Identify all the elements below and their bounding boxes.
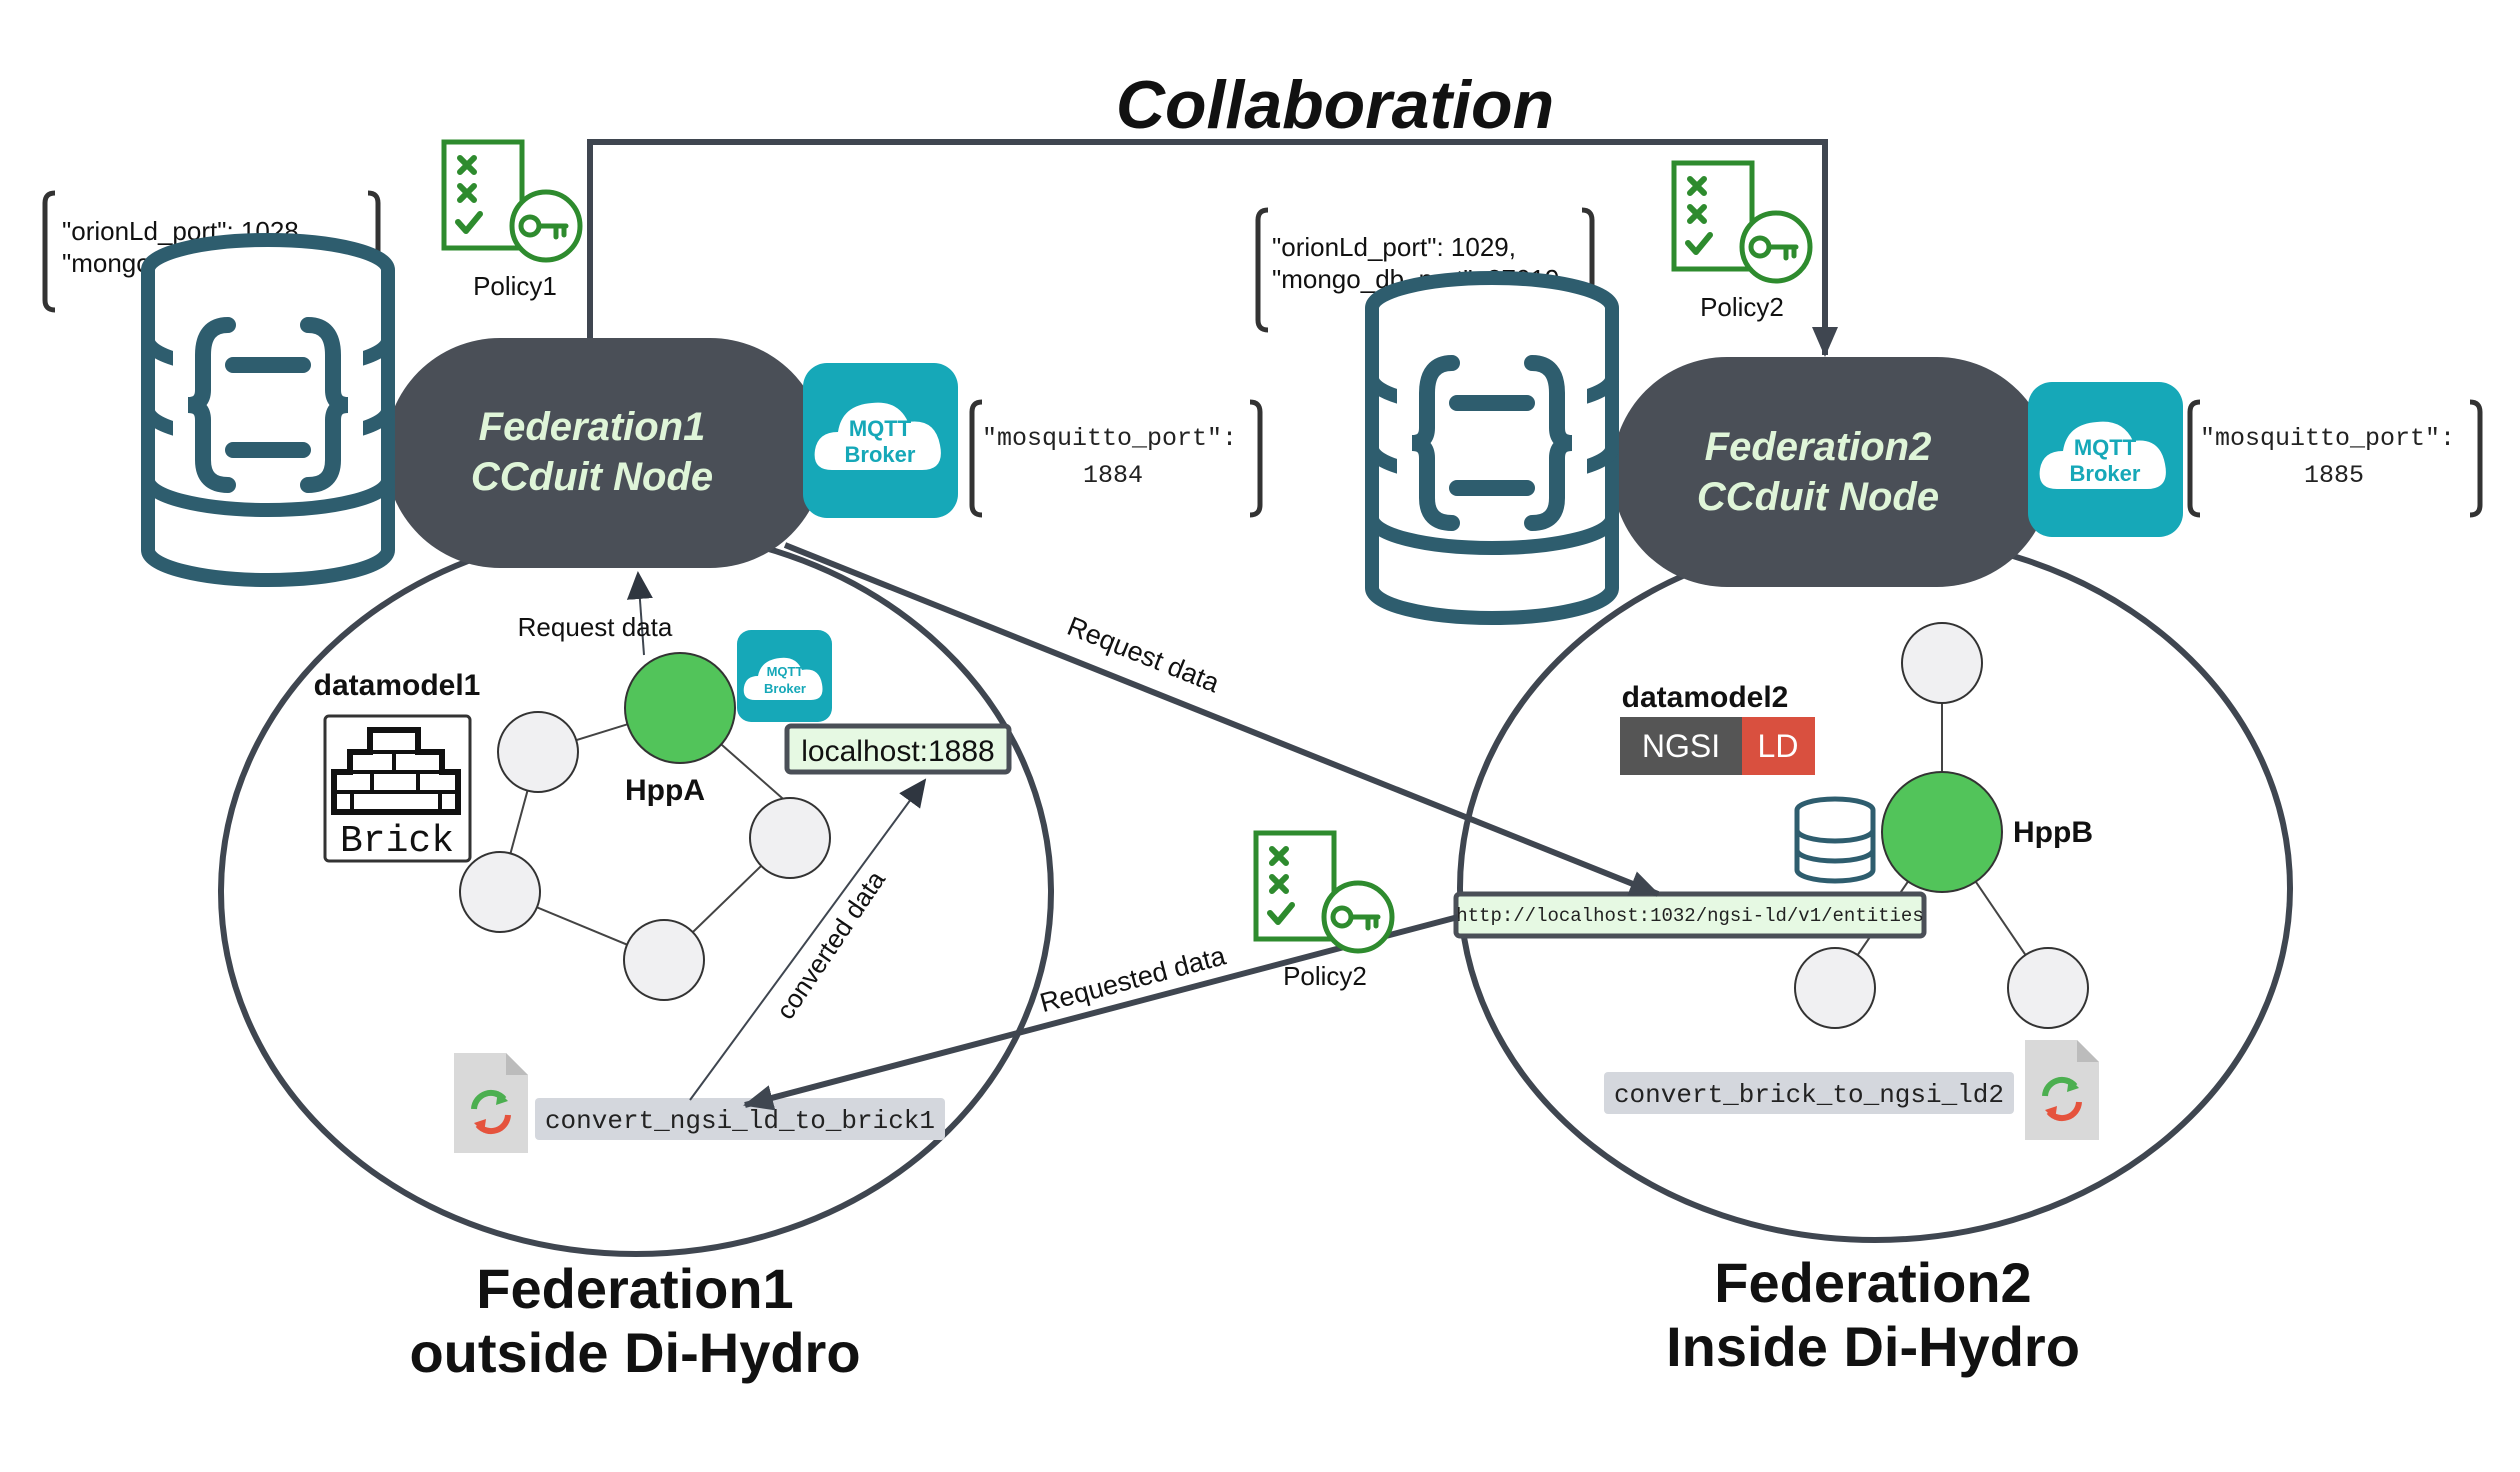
- hpp-b-label: HppB: [2013, 816, 2093, 849]
- federation2-policy: Policy2: [1674, 163, 1810, 322]
- converted-data-arrow: [689, 778, 927, 1101]
- svg-text:Broker: Broker: [2070, 461, 2141, 486]
- requested-data-policy-label: Policy2: [1283, 961, 1367, 991]
- graph-node: [749, 797, 831, 879]
- federation2-convert: convert_brick_to_ngsi_ld2: [1604, 1040, 2099, 1140]
- datamodel1-label: datamodel1: [314, 669, 481, 702]
- federation2-mosquitto-line2: 1885: [2304, 461, 2364, 490]
- graph-node: [2007, 947, 2089, 1029]
- svg-text:MQTT: MQTT: [2074, 435, 2137, 460]
- federation2-ccduit-node: Federation2 CCduit Node: [1612, 357, 2052, 587]
- federation2-node-title-line1: Federation2: [1705, 425, 1932, 469]
- graph-node: [459, 851, 541, 933]
- hpp-a-node: [624, 652, 736, 764]
- requested-data-label: Requested data: [1037, 940, 1230, 1018]
- graph-node: [623, 919, 705, 1001]
- database-icon: [1372, 278, 1612, 618]
- convert-file-icon: [454, 1053, 528, 1153]
- ngsi-ld-right: LD: [1758, 728, 1799, 764]
- ngsi-ld-endpoint-box: http://localhost:1032/ngsi-ld/v1/entitie…: [1453, 891, 1927, 939]
- federation2-caption-line2: Inside Di-Hydro: [1666, 1315, 2080, 1378]
- federation1-mqtt-broker: MQTT Broker: [803, 363, 958, 518]
- svg-text:MQTT: MQTT: [849, 416, 912, 441]
- datamodel2-label: datamodel2: [1622, 681, 1789, 714]
- requested-data-policy: Policy2: [1256, 833, 1392, 991]
- federation1-graph: [459, 652, 831, 1001]
- federation2-policy-label: Policy2: [1700, 292, 1784, 322]
- hpp-a-mqtt-badge: MQTT Broker: [737, 630, 832, 722]
- brick-logo-icon: Brick: [323, 714, 472, 863]
- federation1-mosquitto-json: "mosquitto_port": 1884: [969, 399, 1263, 518]
- federation2-graph: [1794, 622, 2089, 1029]
- federation1-caption-line1: Federation1: [476, 1257, 793, 1320]
- policy-checklist-key-icon: [1256, 833, 1392, 951]
- federation1-policy-label: Policy1: [473, 271, 557, 301]
- ngsi-ld-endpoint-label: http://localhost:1032/ngsi-ld/v1/entitie…: [1456, 905, 1923, 927]
- ngsi-ld-left: NGSI: [1642, 728, 1720, 764]
- federation2-mosquitto-line1: "mosquitto_port":: [2200, 424, 2455, 453]
- federation2-convert-label: convert_brick_to_ngsi_ld2: [1614, 1080, 2004, 1110]
- hpp-a-label: HppA: [625, 774, 705, 807]
- hpp-b-node: [1881, 771, 2003, 893]
- federation1-policy: Policy1: [444, 142, 580, 301]
- graph-node: [497, 711, 579, 793]
- federation1-convert: convert_ngsi_ld_to_brick1: [454, 1053, 945, 1153]
- svg-text:Broker: Broker: [764, 681, 806, 696]
- localhost-1888-box: localhost:1888: [784, 723, 1012, 775]
- request-data-arrow-local: [626, 571, 653, 656]
- graph-node: [1794, 947, 1876, 1029]
- federation1-caption-line2: outside Di-Hydro: [409, 1321, 860, 1384]
- federation2-region: [1457, 533, 2293, 1243]
- federation1-node-title-line2: CCduit Node: [471, 455, 713, 499]
- policy-checklist-key-icon: [444, 142, 580, 260]
- brick-logo-text: Brick: [340, 820, 454, 863]
- diagram-title: Collaboration: [1116, 67, 1554, 143]
- federation1-mosquitto-line2: 1884: [1083, 461, 1143, 490]
- svg-text:Broker: Broker: [845, 442, 916, 467]
- localhost-1888-label: localhost:1888: [801, 735, 994, 768]
- federation1-node-title-line1: Federation1: [479, 405, 706, 449]
- federation1-mosquitto-line1: "mosquitto_port":: [982, 424, 1237, 453]
- graph-node: [1901, 622, 1983, 704]
- federation2-node-title-line2: CCduit Node: [1697, 475, 1939, 519]
- collaboration-connector: [587, 139, 1838, 357]
- request-data-arrow-cross: [783, 542, 1660, 897]
- requested-data-arrow: [743, 914, 1459, 1111]
- federation2-config-line1: "orionLd_port": 1029,: [1272, 232, 1516, 262]
- svg-text:MQTT: MQTT: [767, 664, 804, 679]
- policy-checklist-key-icon: [1674, 163, 1810, 281]
- federation2-mqtt-broker: MQTT Broker: [2028, 382, 2183, 537]
- federation2-mosquitto-json: "mosquitto_port": 1885: [2187, 399, 2483, 518]
- request-data-label-local: Request data: [518, 612, 673, 642]
- federation1-convert-label: convert_ngsi_ld_to_brick1: [545, 1106, 935, 1136]
- small-database-icon: [1794, 796, 1876, 884]
- ngsi-ld-badge: NGSI LD: [1620, 717, 1815, 775]
- convert-file-icon: [2025, 1040, 2099, 1140]
- federation1-ccduit-node: Federation1 CCduit Node: [385, 338, 825, 568]
- database-icon: [148, 240, 388, 580]
- federation2-caption-line1: Federation2: [1714, 1251, 2031, 1314]
